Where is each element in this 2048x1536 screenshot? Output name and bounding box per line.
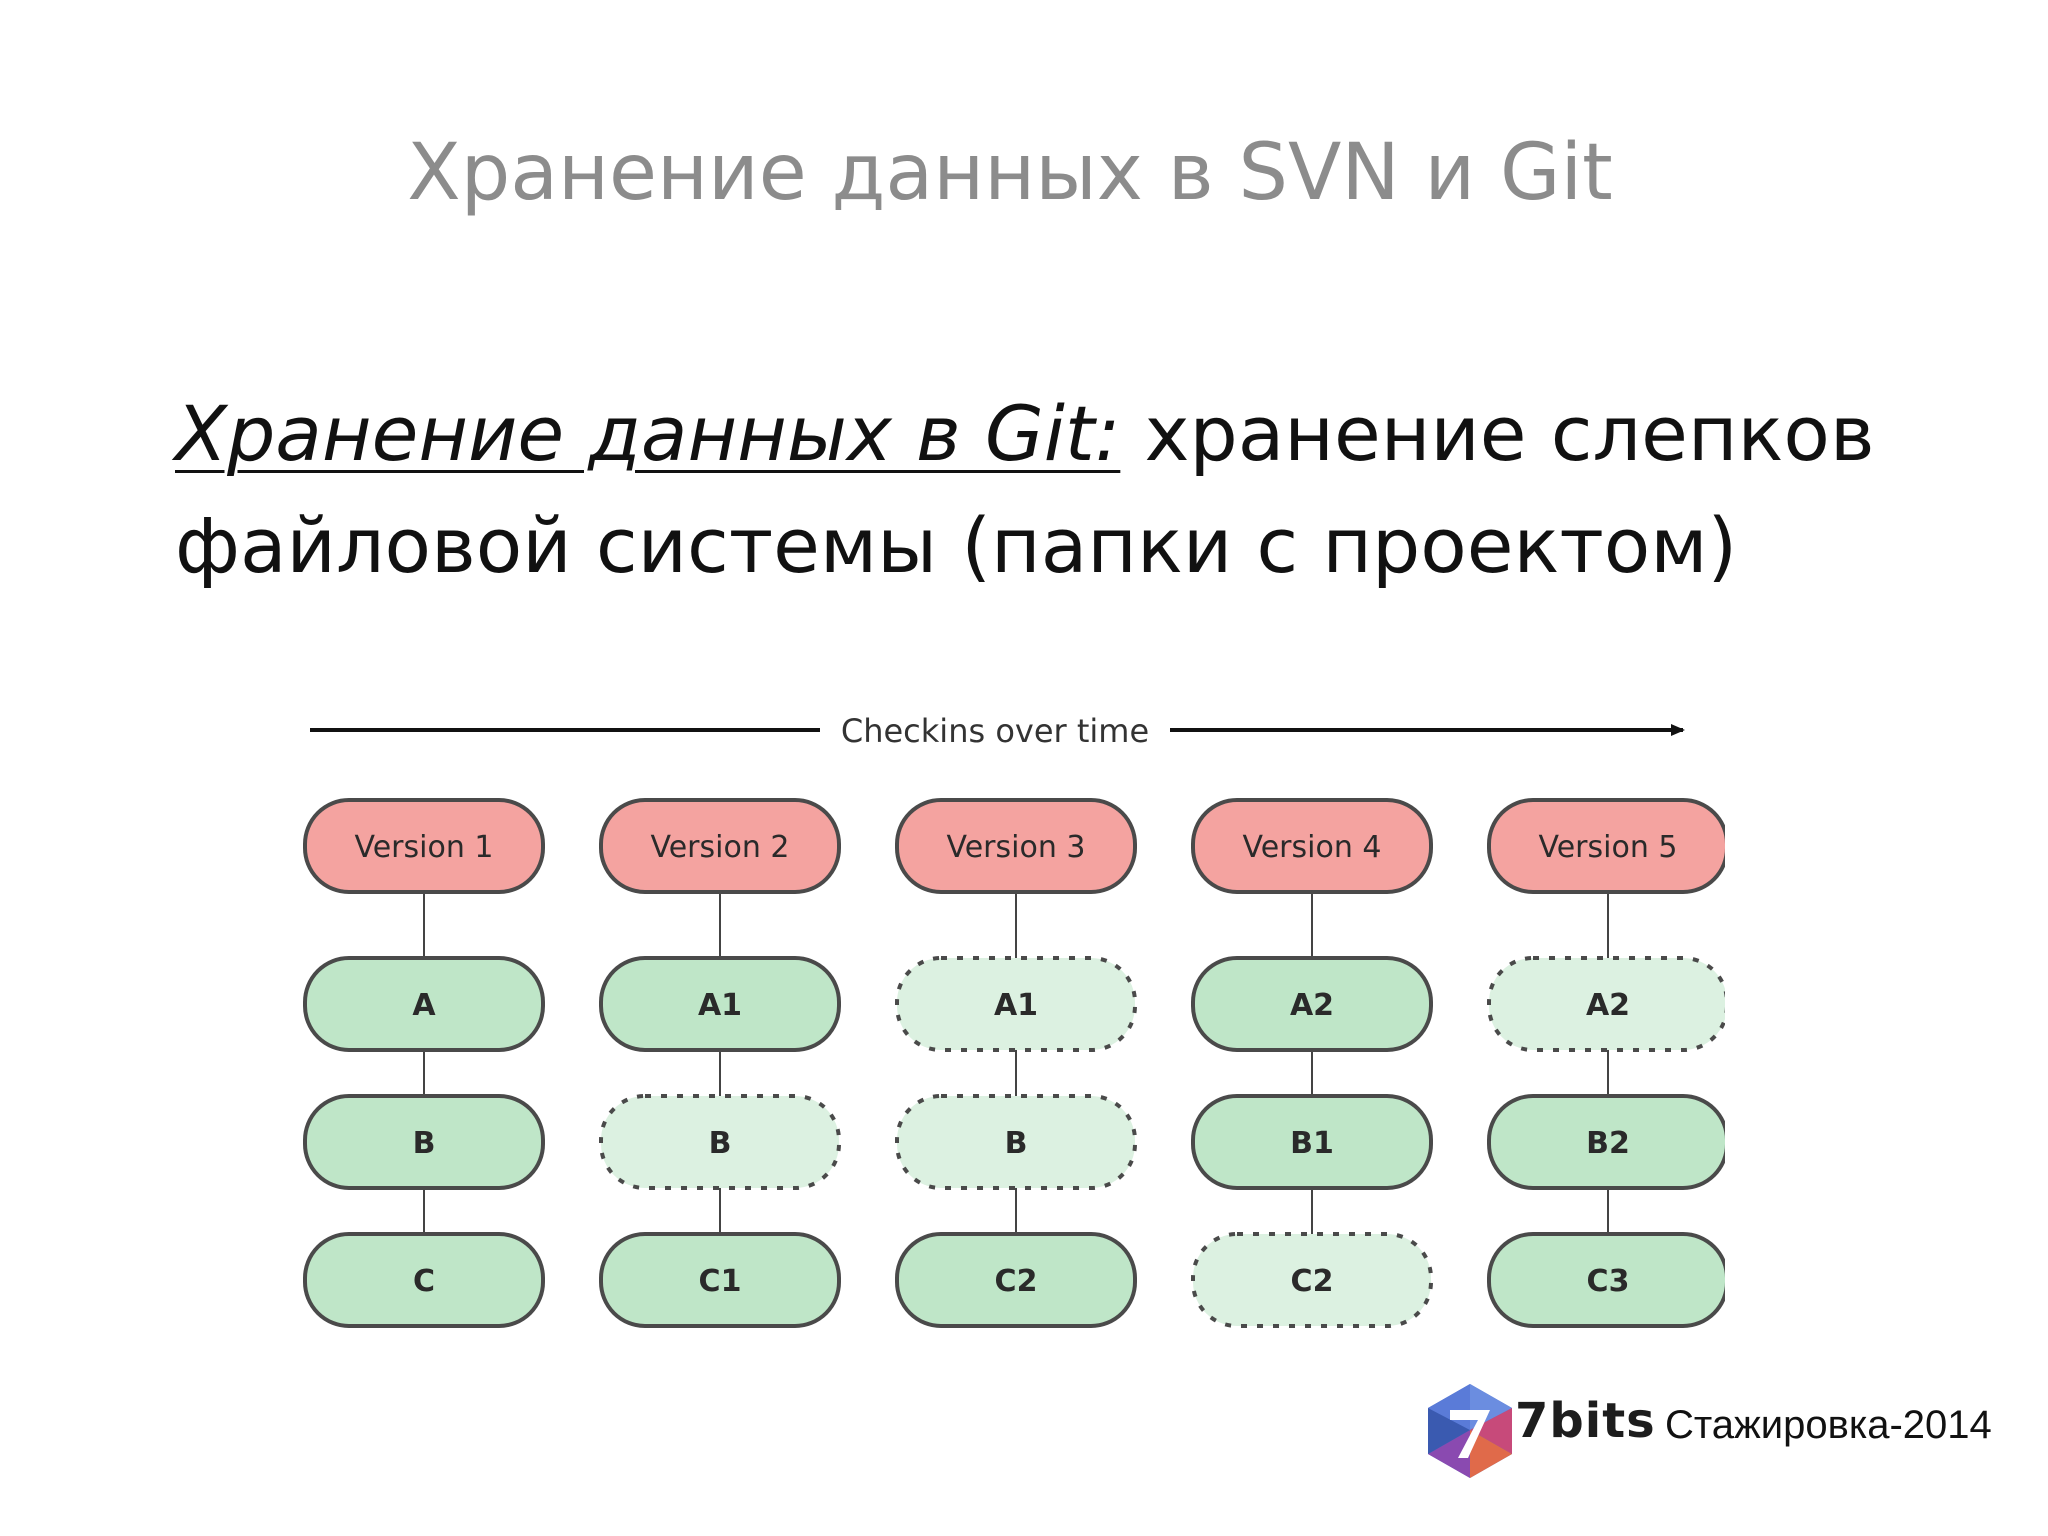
git-snapshots-diagram: Checkins over time Version 1 A B C Version 2… (285, 700, 1725, 1350)
file-label: A2 (1586, 988, 1630, 1023)
version-column: Version 2 A1B C1 (599, 798, 841, 1328)
file-node-changed (895, 1232, 1137, 1328)
version-label: Version 1 (355, 830, 494, 865)
file-node-changed (303, 1094, 545, 1190)
timeline-label: Checkins over time (841, 712, 1149, 750)
file-label: B1 (1290, 1126, 1334, 1161)
file-label: C1 (699, 1264, 742, 1299)
brand-name: 7bits (1515, 1393, 1656, 1449)
file-node-changed (303, 956, 545, 1052)
file-label: A1 (994, 988, 1038, 1023)
file-node-unchanged (1191, 1232, 1433, 1328)
body-rest: хранение слепков файловой системы (папки… (175, 389, 1875, 590)
file-label: B (709, 1126, 732, 1161)
file-label: B2 (1586, 1126, 1630, 1161)
event-label: Стажировка-2014 (1665, 1403, 1992, 1447)
file-node-changed (1487, 1232, 1725, 1328)
version-node (1191, 798, 1433, 894)
version-column: Version 3 A1B C2 (895, 798, 1137, 1328)
body-paragraph: Хранение данных в Git: хранение слепков … (175, 378, 1975, 602)
version-label: Version 5 (1539, 830, 1678, 865)
file-label: C (413, 1264, 435, 1299)
file-label: B (413, 1126, 436, 1161)
file-node-changed (1191, 1094, 1433, 1190)
diagram-canvas: Checkins over time Version 1 A B C Version 2… (303, 712, 1725, 1328)
file-label: A1 (698, 988, 742, 1023)
file-node-changed (1487, 1094, 1725, 1190)
version-node (895, 798, 1137, 894)
version-node (1487, 798, 1725, 894)
file-node-changed (303, 1232, 545, 1328)
file-node-unchanged (895, 956, 1137, 1052)
file-node-unchanged (599, 1094, 841, 1190)
file-label: A2 (1290, 988, 1334, 1023)
footer-branding: 7bits Стажировка-2014 (1420, 1375, 2030, 1495)
file-node-changed (599, 1232, 841, 1328)
version-node (303, 798, 545, 894)
version-label: Version 2 (651, 830, 790, 865)
7bits-logo-icon (1428, 1384, 1512, 1478)
file-label: C2 (1291, 1264, 1334, 1299)
body-lead: Хранение данных в Git: (175, 389, 1121, 478)
file-label: A (412, 988, 436, 1023)
version-label: Version 4 (1243, 830, 1382, 865)
file-node-unchanged (1487, 956, 1725, 1052)
version-label: Version 3 (947, 830, 1086, 865)
file-label: B (1005, 1126, 1028, 1161)
file-node-changed (599, 956, 841, 1052)
file-node-unchanged (895, 1094, 1137, 1190)
version-columns: Version 1 A B C Version 2 A1B C1 Version 3 A1B C2… (303, 798, 1725, 1328)
version-node (599, 798, 841, 894)
file-node-changed (1191, 956, 1433, 1052)
file-label: C2 (995, 1264, 1038, 1299)
version-column: Version 1 A B C (303, 798, 545, 1328)
file-label: C3 (1587, 1264, 1630, 1299)
slide-title: Хранение данных в SVN и Git (407, 128, 1613, 218)
